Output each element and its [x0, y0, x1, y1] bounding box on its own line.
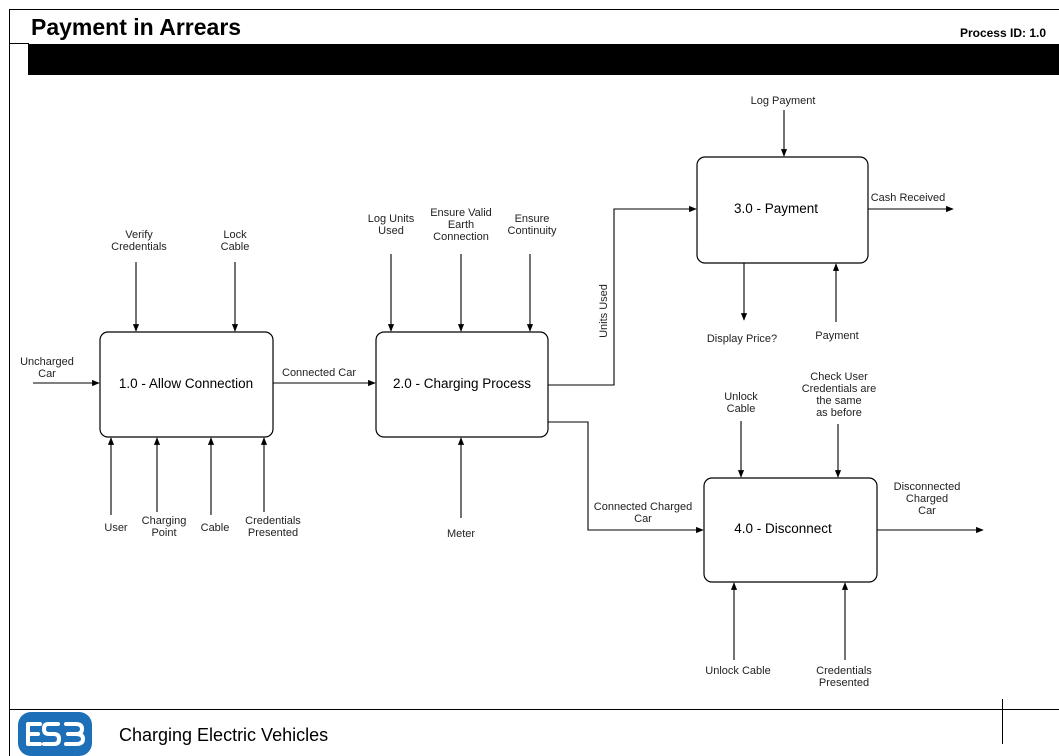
label-payment: Payment — [815, 330, 858, 342]
footer-vertical-divider — [1002, 699, 1003, 744]
frame-left-border — [9, 9, 10, 756]
label-ensure-continuity-line: Continuity — [508, 225, 557, 237]
label-unlock-cable-bottom: Unlock Cable — [705, 665, 770, 677]
label-cash-received-line: Cash Received — [871, 192, 946, 204]
label-ensure-valid-earth-line: Ensure Valid — [430, 207, 492, 219]
page-title: Payment in Arrears — [31, 14, 242, 40]
label-verify-credentials-line: Verify — [125, 229, 153, 241]
label-units-used-line: Units Used — [598, 284, 610, 338]
label-user: User — [104, 522, 128, 534]
label-cable-line: Cable — [201, 522, 230, 534]
label-uncharged-car-line: Uncharged — [20, 356, 74, 368]
process-box-p3[interactable] — [696, 156, 869, 264]
label-display-price: Display Price? — [707, 333, 777, 345]
label-credentials-presented-1-line: Presented — [248, 527, 298, 539]
label-connected-charged-car-line: Car — [634, 513, 652, 525]
label-ensure-continuity-line: Ensure — [515, 213, 550, 225]
esb-logo — [18, 712, 92, 756]
arrow-units-used — [548, 205, 697, 386]
label-credentials-presented-1-line: Credentials — [245, 515, 301, 527]
label-cable: Cable — [201, 522, 230, 534]
process-label-p1: 1.0 - Allow Connection — [119, 376, 253, 391]
label-log-payment: Log Payment — [751, 95, 816, 107]
label-connected-car-line: Connected Car — [282, 367, 356, 379]
footer-title: Charging Electric Vehicles — [119, 725, 329, 745]
label-log-units-used-line: Log Units — [368, 213, 415, 225]
process-label-p3: 3.0 - Payment — [734, 201, 818, 216]
label-check-user-credentials-line: as before — [816, 407, 862, 419]
label-verify-credentials-line: Credentials — [111, 241, 167, 253]
label-disconnected-charged-car-line: Charged — [906, 493, 948, 505]
title-underline-tick — [9, 43, 29, 44]
label-disconnected-charged-car-line: Disconnected — [894, 481, 961, 493]
label-uncharged-car-line: Car — [38, 368, 56, 380]
label-units-used: Units Used — [598, 284, 610, 338]
label-connected-charged-car-line: Connected Charged — [594, 501, 692, 513]
label-lock-cable-line: Cable — [221, 241, 250, 253]
process-label-p2: 2.0 - Charging Process — [393, 376, 531, 391]
label-ensure-valid-earth-line: Connection — [433, 231, 489, 243]
label-log-payment-line: Log Payment — [751, 95, 816, 107]
header-bar — [28, 44, 1059, 75]
label-lock-cable-line: Lock — [223, 229, 247, 241]
label-credentials-presented-4-line: Presented — [819, 677, 869, 689]
label-ensure-valid-earth-line: Earth — [448, 219, 474, 231]
process-box-p1[interactable] — [99, 331, 274, 438]
process-label-p4: 4.0 - Disconnect — [734, 521, 832, 536]
label-payment-line: Payment — [815, 330, 858, 342]
label-charging-point-line: Point — [151, 527, 176, 539]
label-unlock-cable-bottom-line: Unlock Cable — [705, 665, 770, 677]
label-cash-received: Cash Received — [871, 192, 946, 204]
label-charging-point-line: Charging — [142, 515, 187, 527]
label-display-price-line: Display Price? — [707, 333, 777, 345]
label-check-user-credentials-line: Credentials are — [802, 383, 877, 395]
process-id: Process ID: 1.0 — [959, 26, 1046, 40]
label-disconnected-charged-car-line: Car — [918, 505, 936, 517]
label-check-user-credentials-line: the same — [816, 395, 861, 407]
label-meter-line: Meter — [447, 528, 475, 540]
label-log-units-used-line: Used — [378, 225, 404, 237]
label-credentials-presented-4-line: Credentials — [816, 665, 872, 677]
arrow-connected-charged-car — [548, 421, 704, 534]
label-check-user-credentials-line: Check User — [810, 371, 868, 383]
label-unlock-cable-top-line: Cable — [727, 403, 756, 415]
label-meter: Meter — [447, 528, 475, 540]
label-connected-car: Connected Car — [282, 367, 356, 379]
label-unlock-cable-top-line: Unlock — [724, 391, 758, 403]
footer-divider — [9, 709, 1059, 710]
frame-top-border — [9, 9, 1059, 10]
label-user-line: User — [104, 522, 128, 534]
